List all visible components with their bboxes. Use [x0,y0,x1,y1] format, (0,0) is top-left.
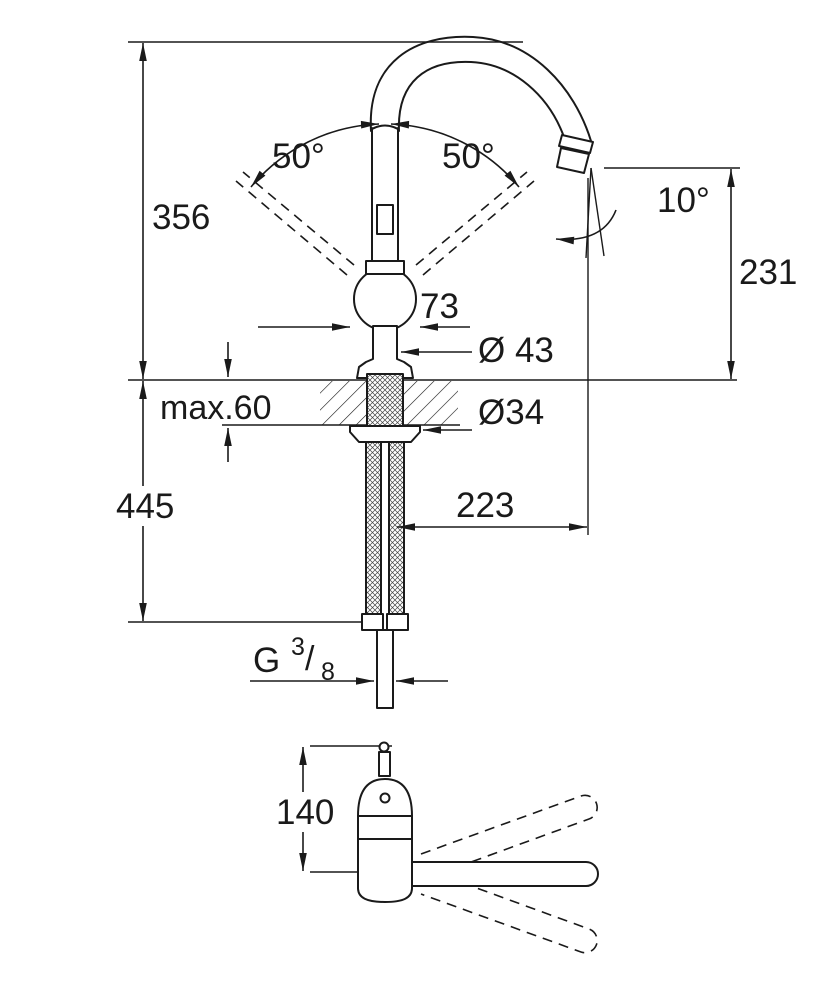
threaded-shank [349,373,421,443]
label-223: 223 [456,486,514,525]
label-356: 356 [152,198,210,237]
connection-tube [376,629,394,709]
label-10deg: 10° [657,181,710,220]
ball-joint [353,267,417,331]
label-73: 73 [420,287,459,326]
hose-fitting-left [361,613,384,631]
thread-denominator: 8 [321,658,335,686]
thread-slash: / [305,640,315,678]
lever-handle [371,124,399,262]
thread-g: G [253,641,280,680]
lever-tip-detail [378,741,390,753]
dimension-lines [139,43,735,685]
dimension-labels: 356 445 50° 50° 10° 231 73 Ø 43 max.60 Ø… [110,137,797,686]
spout-swivel-dashed [420,794,598,954]
label-140: 140 [276,793,334,832]
main-view: 356 445 50° 50° 10° 231 73 Ø 43 max.60 Ø… [110,35,797,709]
hose-fitting-right [386,613,409,631]
label-50-left: 50° [272,137,325,176]
bottom-view: 140 [268,741,599,954]
thread-numerator: 3 [291,633,305,661]
swivel-range-dashed [235,171,535,276]
faucet-body-base [356,325,414,379]
label-50-right: 50° [442,137,495,176]
angle-arc-right [390,120,520,188]
label-231: 231 [739,253,797,292]
label-445: 445 [116,487,174,526]
label-dia34: Ø34 [478,393,544,432]
faucet-body-side [357,741,599,903]
angle-arc-left [250,120,380,188]
label-thread-g38: G 3 / 8 [253,633,335,686]
label-dia43: Ø 43 [478,331,554,370]
spout-tube-side [411,861,599,887]
lever-collar [365,260,405,275]
spout-outlet-collar [558,134,594,154]
lever-stem [378,751,391,777]
mounting-nut [349,425,421,443]
spout [369,35,594,174]
supply-hoses [361,441,409,709]
outlet-angle-reference [555,167,617,259]
extension-lines [128,41,740,623]
spout-mousseur [556,147,590,174]
label-max60: max.60 [160,389,272,427]
cartridge-detail [379,792,391,804]
